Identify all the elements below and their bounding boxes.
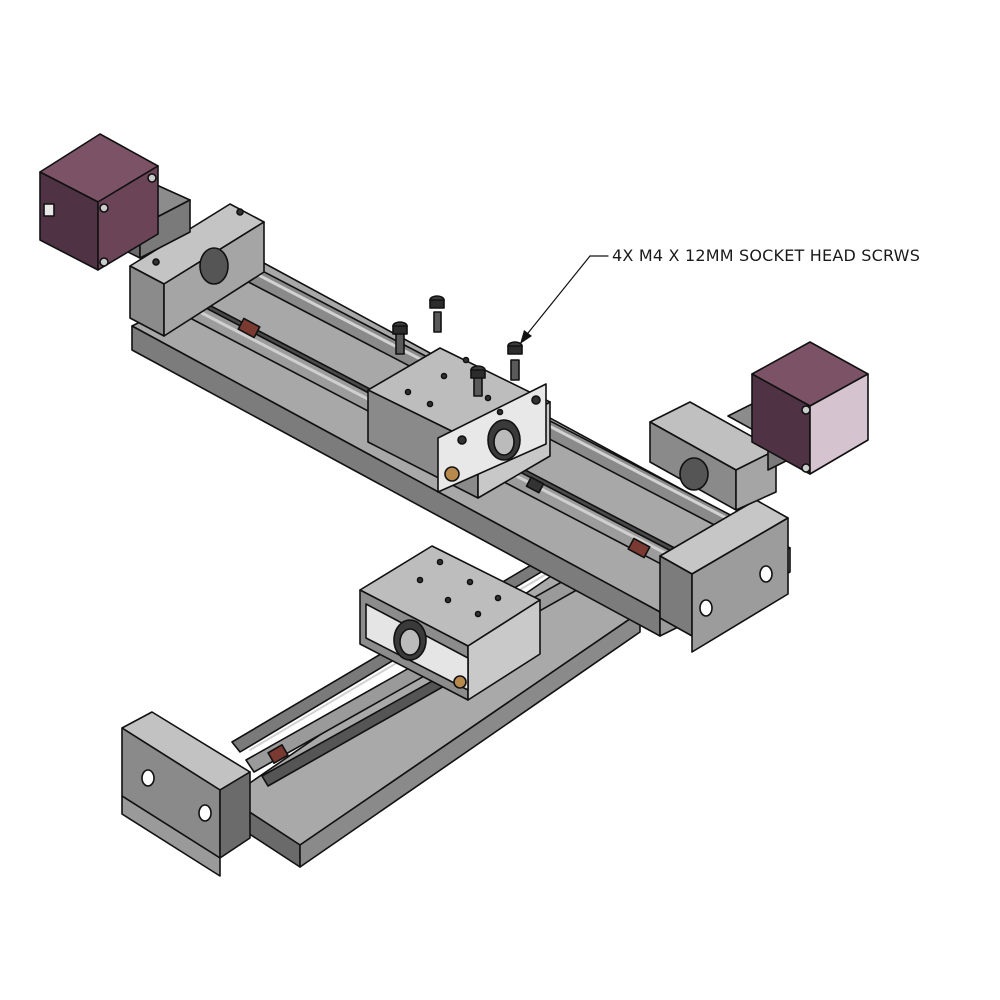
upper-left-motor-side <box>97 165 159 271</box>
callout-arrowhead <box>520 330 532 344</box>
lower-end-base <box>121 795 221 877</box>
screw-2 <box>429 295 445 333</box>
lower-axis <box>121 545 641 877</box>
upper-left-bore <box>199 247 229 285</box>
lower-base-plate-front <box>299 611 641 868</box>
screw-1 <box>392 321 408 355</box>
lower-coupler <box>267 744 289 764</box>
upper-right-motor-side <box>809 373 869 475</box>
lower-nut <box>453 675 467 689</box>
upper-right-end-side <box>691 517 789 653</box>
upper-nut <box>444 466 460 482</box>
callout-label: 4X M4 X 12MM SOCKET HEAD SCRWS <box>612 246 921 265</box>
upper-nut-coupler <box>525 476 545 494</box>
upper-coupler-left <box>237 317 261 339</box>
screw-4 <box>470 365 486 397</box>
upper-coupler-right <box>627 537 651 559</box>
lower-end-block-side <box>219 771 251 859</box>
screw-3 <box>507 341 523 381</box>
upper-bearing-shaft <box>493 428 515 456</box>
callout-leader <box>520 255 609 344</box>
lower-end-hole-1 <box>141 769 155 787</box>
upper-left-motor-connector <box>43 203 55 217</box>
lower-bearing-shaft <box>399 628 421 656</box>
upper-right-end-hole-1 <box>699 599 713 617</box>
lower-end-hole-2 <box>198 804 212 822</box>
upper-axis <box>39 133 869 653</box>
socket-head-screws <box>392 295 523 397</box>
upper-right-end-hole-2 <box>759 565 773 583</box>
